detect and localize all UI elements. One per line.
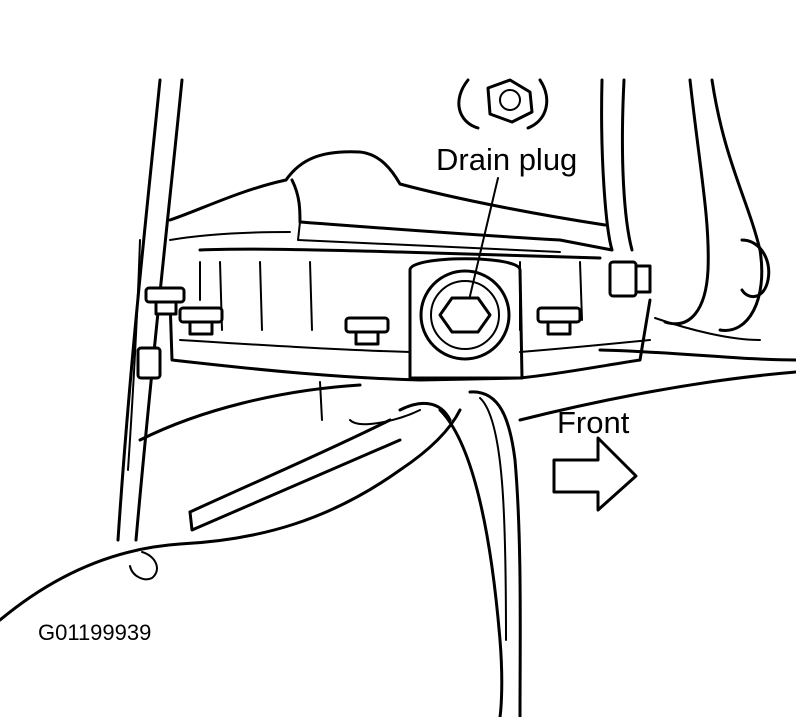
bolt-6 xyxy=(136,346,162,380)
drain-plug-assembly xyxy=(408,257,524,380)
flange-bolts xyxy=(136,260,652,380)
bolt-1 xyxy=(144,286,186,316)
top-nut xyxy=(457,78,549,130)
lower-crossmember xyxy=(0,370,796,717)
drain-plug-hex-socket xyxy=(438,296,492,334)
bolt-4 xyxy=(536,306,582,336)
figure-code: G01199939 xyxy=(38,620,152,645)
bolt-2 xyxy=(178,306,224,336)
upper-housing xyxy=(168,150,614,260)
right-housing xyxy=(598,78,796,362)
drain-plug-label: Drain plug xyxy=(436,142,578,177)
drain-plug-leader-line xyxy=(469,177,499,297)
front-direction-label: Front xyxy=(557,405,630,440)
right-arrow-icon xyxy=(552,436,638,512)
bolt-5 xyxy=(608,260,652,298)
bolt-3 xyxy=(344,316,390,346)
